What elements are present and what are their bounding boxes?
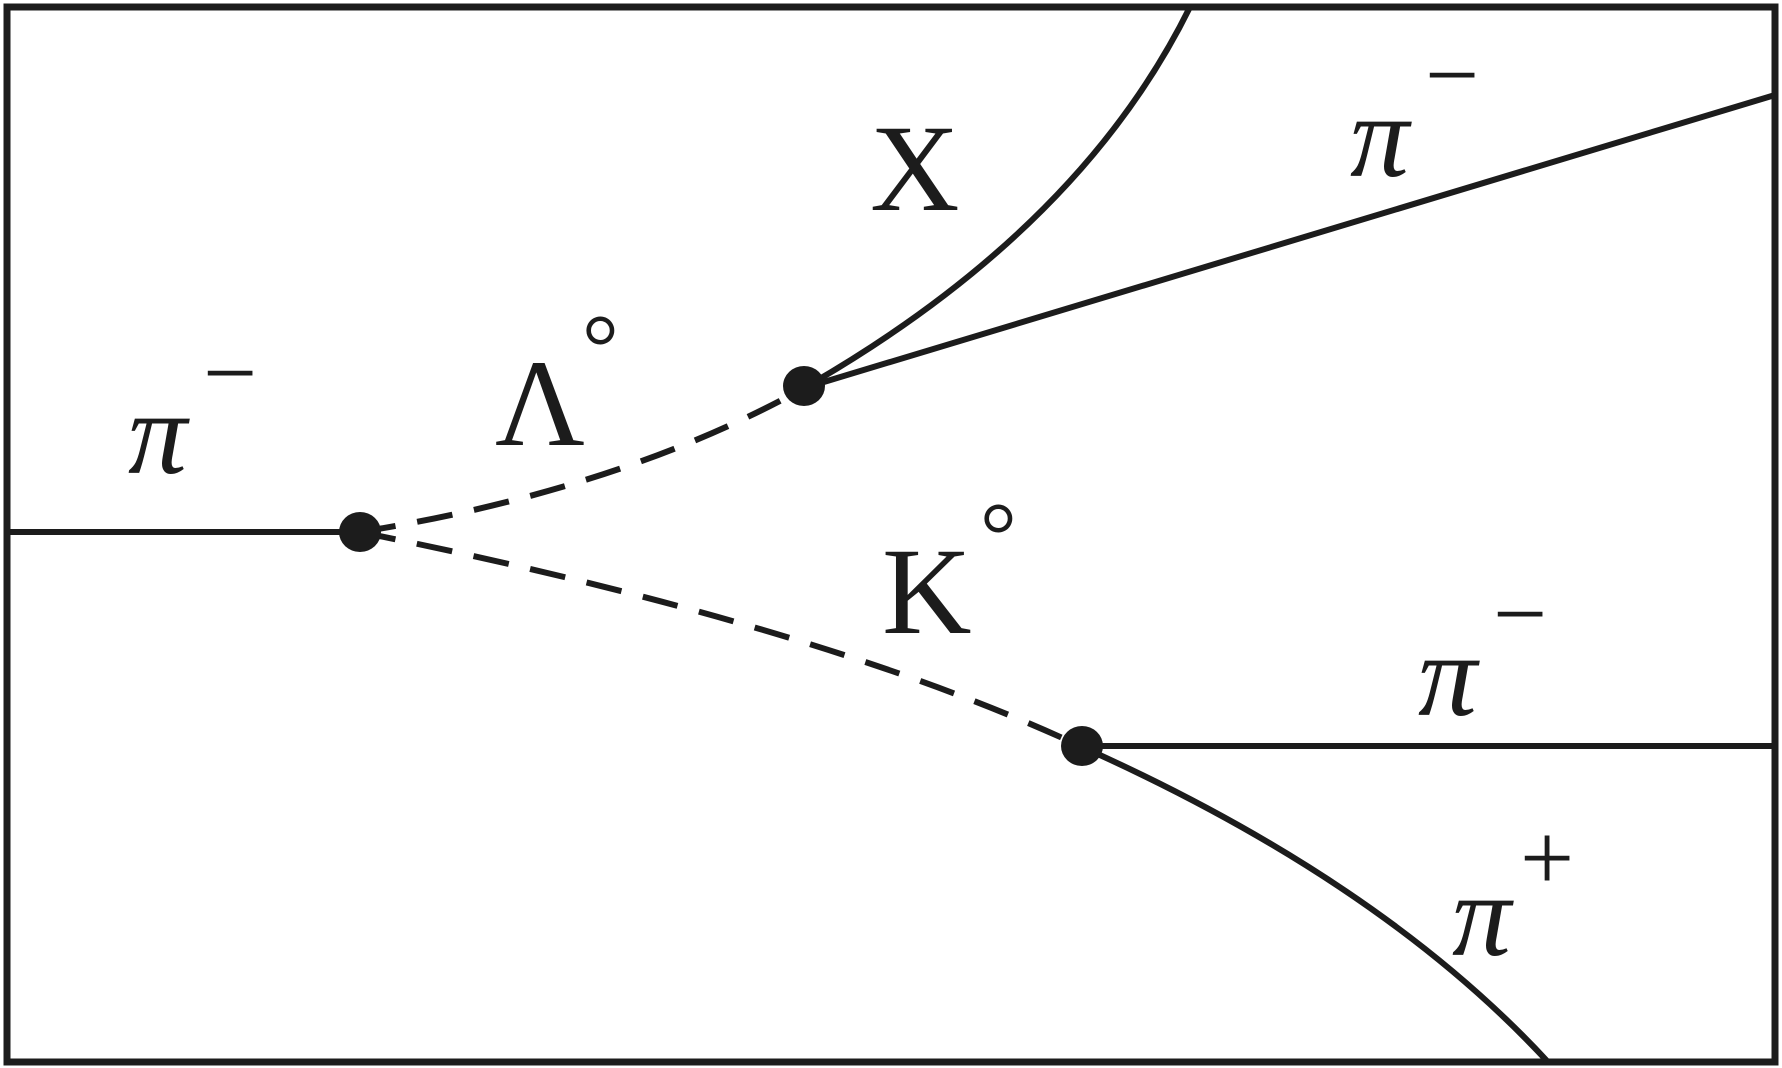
lambda-pion-charge: − [1425, 21, 1479, 128]
kaon-pion-plus-charge: + [1520, 804, 1574, 911]
kaon-superscript: ° [980, 484, 1017, 586]
lambda-superscript: ° [582, 296, 619, 398]
incoming-pion-label: π − [128, 319, 257, 499]
x-particle-symbol: X [870, 100, 960, 237]
x-particle-label: X [870, 100, 960, 237]
kaon-pion-plus-track [1078, 743, 1551, 1065]
kaon-decay-vertex [1061, 726, 1103, 766]
lambda-label: Λ ° [495, 296, 619, 472]
incoming-pion-charge: − [203, 319, 257, 426]
kaon-pion-minus-charge: − [1493, 560, 1547, 667]
kaon-label: K ° [882, 484, 1017, 660]
lambda-track [359, 385, 806, 535]
lambda-decay-vertex [783, 366, 825, 406]
x-track [802, 5, 1193, 391]
production-vertex [339, 512, 381, 552]
lambda-pion-label: π − [1350, 21, 1479, 202]
kaon-pion-plus-symbol: π [1452, 850, 1514, 981]
lambda-pion-symbol: π [1350, 71, 1412, 202]
kaon-track [359, 529, 1082, 749]
lambda-pion-minus-track [803, 92, 1776, 391]
kaon-symbol: K [882, 523, 972, 660]
incoming-pion-symbol: π [128, 368, 190, 499]
kaon-pion-minus-label: π − [1418, 560, 1547, 741]
lambda-symbol: Λ [495, 335, 585, 472]
kaon-pion-plus-label: π + [1452, 804, 1574, 981]
kaon-pion-minus-symbol: π [1418, 610, 1480, 741]
